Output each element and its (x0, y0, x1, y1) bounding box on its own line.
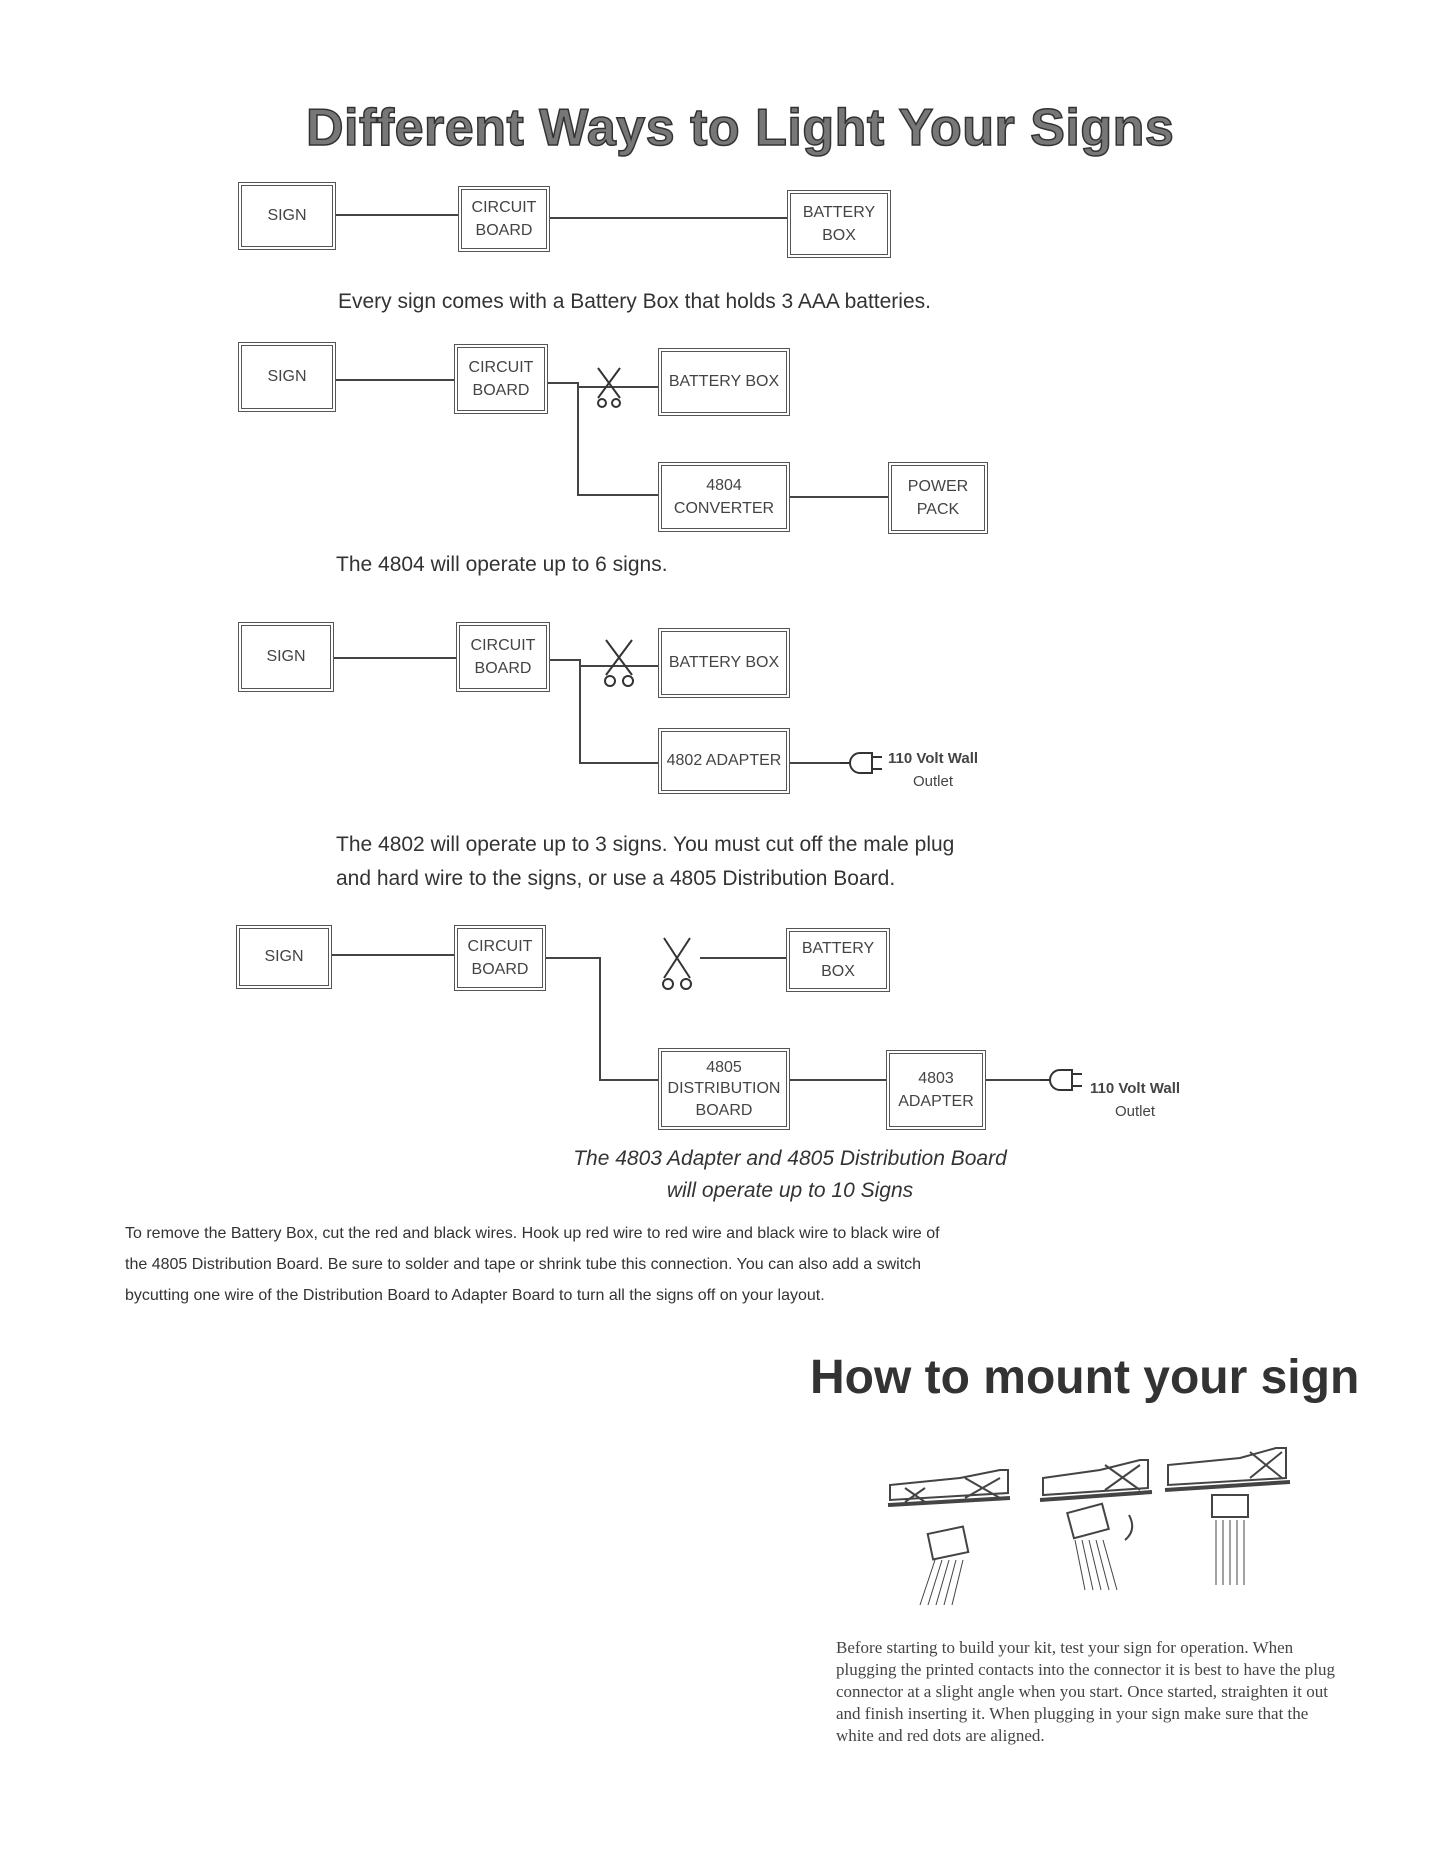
circuit-board-box: CIRCUIT BOARD (454, 925, 546, 991)
distribution-label-line1: 4805 (706, 1058, 742, 1076)
scissors-icon (597, 367, 621, 408)
scissors-icon (662, 937, 692, 990)
caption-diagram3: The 4802 will operate up to 3 signs. You… (336, 828, 954, 895)
caption-diagram4: The 4803 Adapter and 4805 Distribution B… (540, 1143, 1040, 1206)
page-title: Different Ways to Light Your Signs (305, 98, 1175, 158)
sign-box: SIGN (238, 182, 336, 250)
mount-section-title: How to mount your sign (810, 1351, 1360, 1404)
instructions-paragraph: To remove the Battery Box, cut the red a… (125, 1218, 940, 1312)
circuit-board-label-line2: BOARD (475, 222, 533, 239)
caption-diagram4-line2: will operate up to 10 Signs (666, 1178, 914, 1202)
battery-box-label-line1: BATTERY (802, 203, 876, 221)
sign-label: SIGN (267, 368, 307, 386)
outlet-label-line1: 110 Volt Wall (1090, 1080, 1181, 1097)
mount-illustration-angled (887, 1469, 1011, 1606)
circuit-board-label-line1: CIRCUIT (470, 636, 536, 654)
instructions-line: bycutting one wire of the Distribution B… (125, 1287, 825, 1305)
sign-box: SIGN (238, 622, 334, 692)
circuit-board-box: CIRCUIT BOARD (458, 186, 550, 252)
distribution-label-line2: DISTRIBUTION (667, 1080, 781, 1098)
battery-box: BATTERY BOX (658, 348, 790, 416)
adapter-label: 4802 ADAPTER (666, 752, 782, 770)
wire-circuit-distribution-4 (546, 957, 658, 1081)
instructions-line: the 4805 Distribution Board. Be sure to … (125, 1256, 922, 1274)
mount-illustration-inserting (1039, 1459, 1153, 1591)
sign-box: SIGN (236, 925, 332, 989)
outlet-label: 110 Volt Wall Outlet (888, 748, 978, 793)
circuit-board-label-line2: BOARD (471, 961, 529, 978)
distribution-label-line3: BOARD (695, 1101, 753, 1119)
battery-box-label-line2: BOX (822, 227, 856, 244)
converter-label-line1: 4804 (706, 476, 742, 494)
circuit-board-label-line2: BOARD (472, 382, 530, 399)
caption-diagram4-line1: The 4803 Adapter and 4805 Distribution B… (573, 1147, 1007, 1170)
caption-diagram3-line2: and hard wire to the signs, or use a 480… (336, 866, 896, 890)
circuit-board-label-line1: CIRCUIT (471, 198, 537, 216)
battery-box: BATTERY BOX (786, 928, 890, 992)
adapter-4802-box: 4802 ADAPTER (658, 728, 790, 794)
adapter-label-line2: ADAPTER (898, 1093, 974, 1110)
sign-label: SIGN (267, 207, 307, 225)
battery-box: BATTERY BOX (787, 190, 891, 258)
converter-label-line2: CONVERTER (673, 500, 775, 517)
mount-instructions: Before starting to build your kit, test … (836, 1638, 1336, 1746)
battery-box-label-line1: BATTERY (801, 939, 875, 957)
caption-diagram3-line1: The 4802 will operate up to 3 signs. You… (336, 833, 955, 856)
instructions-line: To remove the Battery Box, cut the red a… (125, 1225, 940, 1242)
mount-illustration-straight (1164, 1447, 1291, 1585)
caption-diagram1: Every sign comes with a Battery Box that… (338, 290, 931, 313)
power-pack-label-line2: PACK (916, 501, 960, 518)
adapter-label-line1: 4803 (918, 1069, 954, 1087)
wire-circuit-converter-2 (548, 382, 658, 496)
outlet-label-line2: Outlet (913, 772, 954, 790)
power-pack-box: POWER PACK (888, 462, 988, 534)
caption-diagram2: The 4804 will operate up to 6 signs. (336, 553, 668, 576)
wire-circuit-adapter-3 (550, 659, 658, 764)
sign-box: SIGN (238, 342, 336, 412)
battery-box-label: BATTERY BOX (668, 373, 780, 391)
sign-label: SIGN (266, 648, 306, 666)
circuit-board-label-line2: BOARD (474, 660, 532, 677)
scissors-icon (604, 639, 634, 687)
circuit-board-box: CIRCUIT BOARD (456, 622, 550, 692)
outlet-label-line2: Outlet (1115, 1102, 1156, 1120)
battery-box-label-line2: BOX (821, 963, 855, 980)
power-pack-label-line1: POWER (907, 477, 969, 495)
circuit-board-label-line1: CIRCUIT (467, 937, 533, 955)
circuit-board-label-line1: CIRCUIT (468, 358, 534, 376)
circuit-board-box: CIRCUIT BOARD (454, 344, 548, 414)
sign-label: SIGN (264, 948, 304, 966)
battery-box-label: BATTERY BOX (668, 654, 780, 672)
plug-icon (1040, 1069, 1082, 1091)
battery-box: BATTERY BOX (658, 628, 790, 698)
plug-icon (840, 752, 882, 774)
outlet-label-line1: 110 Volt Wall (888, 750, 979, 767)
outlet-label: 110 Volt Wall Outlet (1090, 1078, 1180, 1123)
